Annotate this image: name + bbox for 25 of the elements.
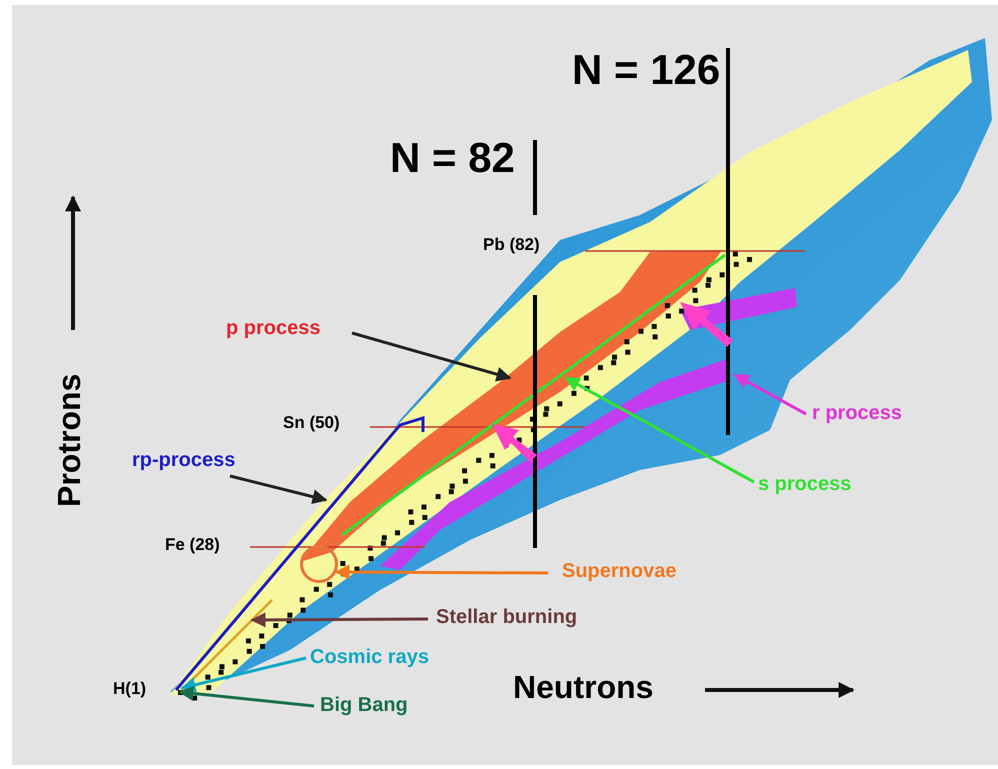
leader-arrow xyxy=(334,564,548,580)
shell-label: N = 126 xyxy=(572,47,720,94)
element-label: Pb (82) xyxy=(483,236,540,255)
process-label: Cosmic rays xyxy=(310,646,429,669)
leader-arrow xyxy=(180,656,306,692)
leader-arrow xyxy=(734,374,807,416)
leader-arrow xyxy=(352,332,512,382)
process-label: Big Bang xyxy=(320,694,408,717)
shell-label: Neutrons xyxy=(513,670,654,706)
axis-label: Protrons xyxy=(52,374,88,507)
element-label: H(1) xyxy=(113,680,146,699)
leader-arrow xyxy=(230,474,328,504)
element-label: Fe (28) xyxy=(165,536,220,555)
process-label: rp-process xyxy=(132,449,236,472)
process-label: r process xyxy=(812,402,902,425)
shell-label: N = 82 xyxy=(390,135,515,182)
leader-arrow xyxy=(564,376,755,484)
leader-arrow xyxy=(250,612,428,628)
process-label: s process xyxy=(758,473,852,496)
process-label: p process xyxy=(226,317,320,340)
leader-arrow xyxy=(178,686,314,708)
process-label: Stellar burning xyxy=(436,606,578,629)
highlight-circle xyxy=(300,545,338,583)
process-label: Supernovae xyxy=(562,560,676,583)
element-label: Sn (50) xyxy=(283,414,340,433)
